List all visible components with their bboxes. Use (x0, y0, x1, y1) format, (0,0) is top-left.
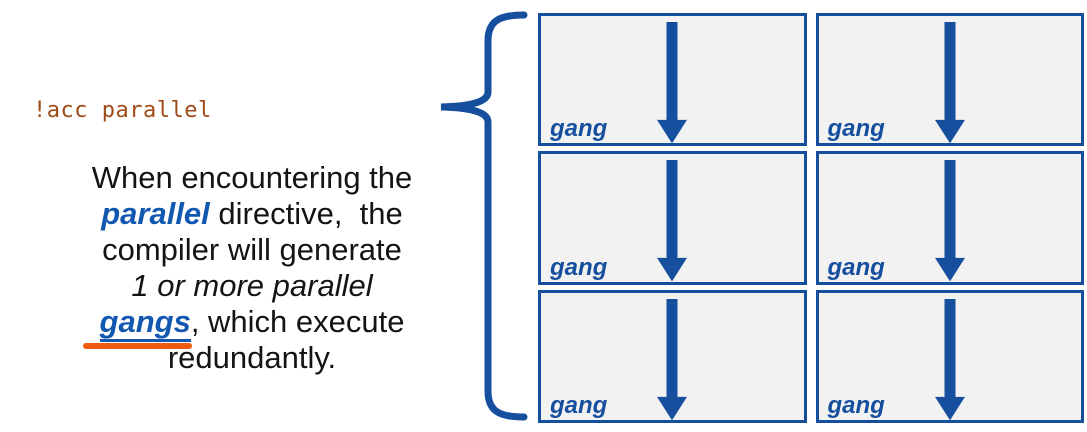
parallel-keyword: parallel (101, 196, 210, 231)
gang-label: gang (827, 391, 885, 419)
down-arrow-icon (657, 22, 688, 144)
down-arrow-icon (934, 160, 965, 282)
paragraph-line: 1 or more parallel (38, 268, 466, 304)
down-arrow-icon (934, 22, 965, 144)
text-segment: When encountering the (91, 160, 413, 195)
gang-label: gang (827, 253, 885, 281)
code-directive-label: !acc parallel (33, 98, 212, 123)
gangs-keyword: gangs (82, 304, 192, 349)
gang-label: gang (550, 391, 608, 419)
text-segment: directive, the (209, 196, 403, 231)
down-arrow-icon (934, 298, 965, 420)
gang-box: gang (538, 151, 807, 285)
gang-box: gang (538, 13, 807, 147)
paragraph-line: gangs, which execute (38, 304, 466, 349)
gangs-keyword-text: gangs (99, 304, 191, 339)
left-curly-brace-icon (440, 11, 528, 421)
orange-marker-underline (82, 343, 192, 349)
down-arrow-icon (657, 160, 688, 282)
gang-label: gang (550, 253, 608, 281)
text-segment: 1 or more parallel (131, 268, 373, 303)
paragraph-line: compiler will generate (38, 232, 466, 268)
gang-box: gang (815, 151, 1084, 285)
explanation-paragraph: When encountering the parallel directive… (38, 160, 466, 376)
gang-box: gang (815, 289, 1084, 423)
paragraph-line: parallel directive, the (38, 196, 466, 232)
gang-box: gang (538, 289, 807, 423)
text-segment: redundantly. (167, 340, 337, 375)
text-segment: , which execute (190, 304, 405, 339)
down-arrow-icon (657, 298, 688, 420)
gang-grid: gang gang gang gang gang (538, 13, 1084, 423)
paragraph-line: When encountering the (38, 160, 466, 196)
text-segment: compiler will generate (102, 232, 402, 267)
paragraph-line: redundantly. (38, 340, 466, 376)
gang-label: gang (827, 115, 885, 143)
gang-box: gang (815, 13, 1084, 147)
gang-label: gang (550, 115, 608, 143)
